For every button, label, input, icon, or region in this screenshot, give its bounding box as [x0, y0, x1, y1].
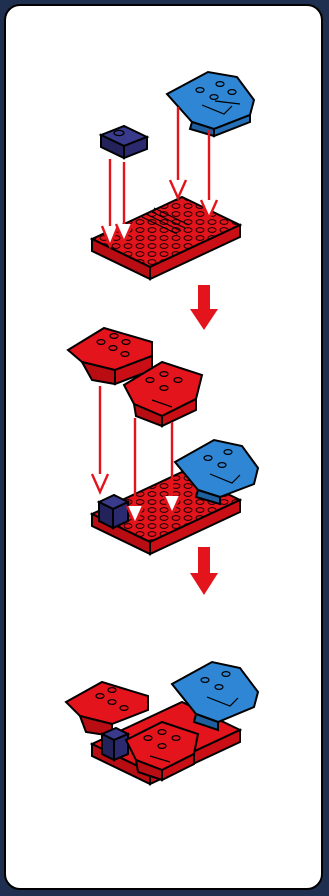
- finished-ship-icon: [64, 660, 260, 786]
- placement-arrow-icon: [100, 107, 219, 250]
- navy-slope-brick-icon: [98, 124, 150, 160]
- red-wing-plate-icon: [66, 326, 153, 386]
- down-arrow-icon: [190, 547, 218, 595]
- red-wing-bracket-icon: [122, 360, 204, 428]
- step-1: [89, 70, 256, 281]
- red-plate-2x6-icon: [89, 195, 243, 281]
- step-3: [64, 660, 260, 786]
- instruction-illustration: [64, 70, 260, 786]
- assembled-base-icon: [89, 438, 260, 556]
- blue-wedge-plate-icon: [165, 70, 256, 138]
- instruction-panel: [4, 4, 323, 890]
- placement-arrow-icon: [90, 386, 182, 527]
- down-arrow-icon: [190, 285, 218, 330]
- step-2: [66, 326, 260, 556]
